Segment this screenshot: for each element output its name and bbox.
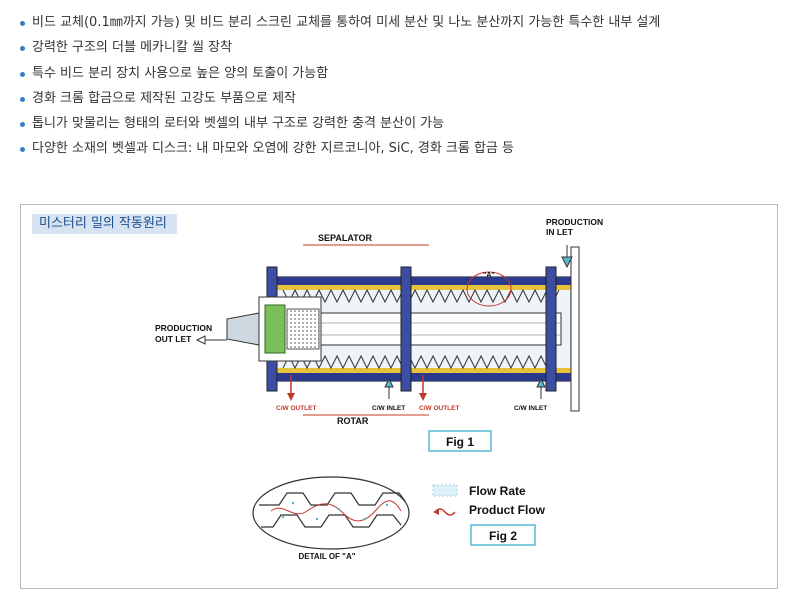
feature-item: 특수 비드 분리 장치 사용으로 높은 양의 토출이 가능함 [20, 64, 780, 89]
bullet-icon [20, 71, 25, 77]
flow-arrows [195, 245, 573, 401]
liner-bottom [271, 368, 571, 373]
vessel [226, 246, 580, 412]
bullet-icon [20, 147, 25, 153]
label-production-inlet-1: PRODUCTION [546, 217, 603, 227]
liner-top [271, 285, 571, 290]
label-cw-outlet-left: C/W OUTLET [276, 405, 316, 412]
label-detail-marker: "A" [483, 272, 495, 279]
label-cw-inlet-left: C/W INLET [372, 405, 405, 412]
bullet-icon [20, 122, 25, 128]
feature-text: 톱니가 맞물리는 형태의 로터와 벳셀의 내부 구조로 강력한 충격 분산이 가… [32, 116, 445, 132]
separator-green [264, 304, 286, 354]
working-principle-panel: 미스터리 밀의 작동원리 [20, 204, 778, 589]
flow-rate-icon [432, 484, 458, 497]
fig2-box [470, 524, 536, 546]
outlet-nozzle [226, 312, 260, 346]
feature-text: 특수 비드 분리 장치 사용으로 높은 양의 토출이 가능함 [32, 65, 329, 81]
separator-screen [286, 308, 320, 350]
legend: Flow Rate Product Flow Fig 2 [432, 484, 546, 546]
label-production-outlet-2: OUT LET [155, 334, 192, 344]
arrow-cw-outlet-left [287, 393, 295, 401]
fig1-box [428, 430, 492, 452]
feature-text: 경화 크롬 합금으로 제작된 고강도 부품으로 제작 [32, 90, 296, 106]
fig2-label: Fig 2 [489, 529, 517, 543]
detail-caption: DETAIL OF "A" [298, 552, 355, 561]
end-plate [570, 246, 580, 412]
jacket-bottom [271, 373, 571, 381]
panel-title: 미스터리 밀의 작동원리 [32, 214, 177, 234]
mill-diagram: SEPALATOR PRODUCTION IN LET PRODUCTION O… [155, 217, 603, 561]
feature-item: 강력한 구조의 더블 메카니칼 씰 장착 [20, 38, 780, 63]
label-rotar: ROTAR [337, 416, 369, 426]
arrow-production-outlet [195, 335, 206, 345]
fig1-label: Fig 1 [446, 435, 474, 449]
feature-text: 강력한 구조의 더블 메카니칼 씰 장착 [32, 40, 233, 56]
teeth-top [282, 288, 560, 304]
detail-view [252, 476, 410, 550]
bullet-icon [20, 21, 25, 26]
label-production-inlet-2: IN LET [546, 227, 574, 237]
arrow-production-inlet [561, 256, 573, 269]
feature-item: 경화 크롬 합금으로 제작된 고강도 부품으로 제작 [20, 89, 780, 114]
product-flow-path [270, 500, 402, 522]
arrow-cw-outlet-right [419, 393, 427, 401]
legend-product-flow: Product Flow [469, 503, 546, 517]
feature-item: 비드 교체(0.1㎜까지 가능) 및 비드 분리 스크린 교체를 통하여 미세 … [20, 13, 780, 38]
label-sepalator: SEPALATOR [318, 233, 373, 243]
detail-a-marker [466, 271, 512, 307]
flange-right [545, 266, 557, 392]
arrow-cw-inlet-left [384, 377, 394, 388]
feature-list: 비드 교체(0.1㎜까지 가능) 및 비드 분리 스크린 교체를 통하여 미세 … [20, 13, 780, 165]
feature-item: 톱니가 맞물리는 형태의 로터와 벳셀의 내부 구조로 강력한 충격 분산이 가… [20, 114, 780, 139]
label-cw-inlet-right: C/W INLET [514, 405, 547, 412]
teeth-bottom [282, 354, 554, 370]
label-production-outlet-1: PRODUCTION [155, 323, 212, 333]
feature-text: 비드 교체(0.1㎜까지 가능) 및 비드 분리 스크린 교체를 통하여 미세 … [32, 15, 661, 30]
detail-ellipse [252, 476, 410, 550]
jacket-top [271, 277, 571, 285]
rotor-core [320, 312, 562, 346]
legend-flow-rate: Flow Rate [469, 484, 526, 498]
feature-item: 다양한 소재의 벳셀과 디스크: 내 마모와 오염에 강한 지르코니아, SiC… [20, 139, 780, 164]
label-cw-outlet-right: C/W OUTLET [419, 405, 459, 412]
bullet-icon [20, 96, 25, 102]
feature-text: 다양한 소재의 벳셀과 디스크: 내 마모와 오염에 강한 지르코니아, SiC… [32, 141, 514, 157]
flange-mid [400, 266, 412, 392]
bullet-icon [20, 46, 25, 52]
arrow-cw-inlet-right [536, 377, 546, 388]
